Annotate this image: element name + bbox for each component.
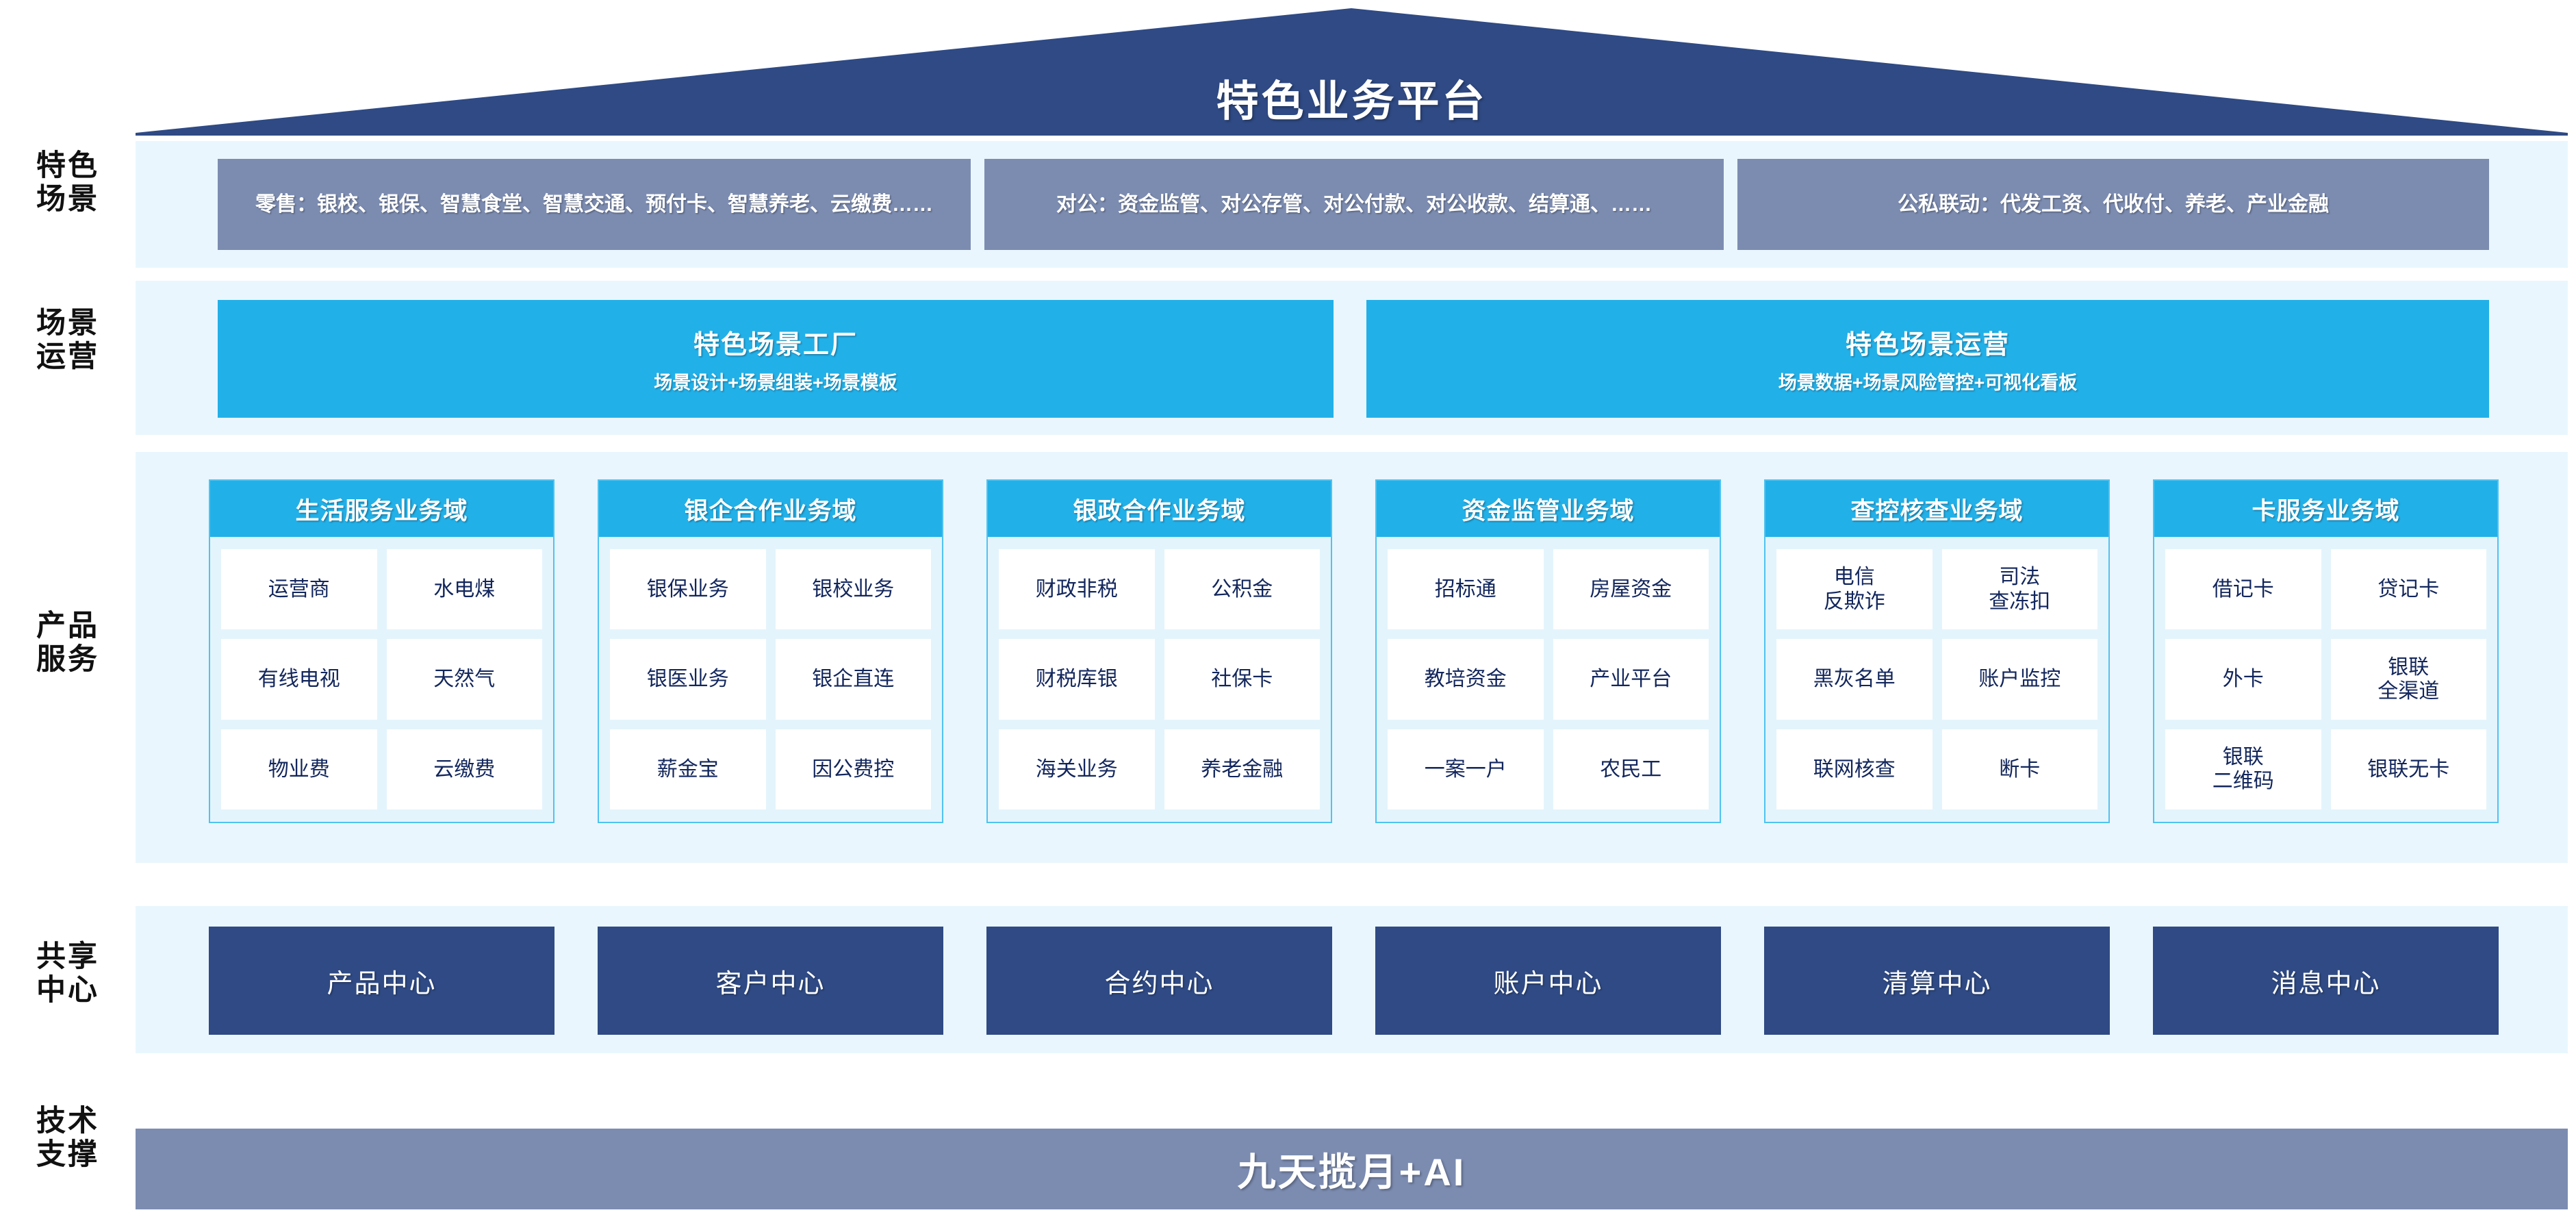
domain-item[interactable]: 农民工 (1553, 729, 1709, 809)
row-label-scene-ops: 场景 运营 (36, 307, 99, 374)
domain-title-card-service: 卡服务业务域 (2154, 481, 2497, 537)
domain-item[interactable]: 银保业务 (610, 549, 766, 630)
shared-center-box-product[interactable]: 产品中心 (209, 927, 554, 1035)
domain-title-life-service: 生活服务业务域 (210, 481, 553, 537)
domain-item[interactable]: 一案一户 (1388, 729, 1544, 809)
domain-item[interactable]: 贷记卡 (2330, 549, 2486, 630)
domain-item[interactable]: 银联无卡 (2330, 729, 2486, 809)
domain-card-card-service[interactable]: 卡服务业务域 借记卡 贷记卡 外卡 银联 全渠道 银联 二维码 银联无卡 (2153, 479, 2499, 823)
tech-support-bar[interactable]: 九天揽月+AI (136, 1129, 2568, 1209)
domain-item[interactable]: 银联 全渠道 (2330, 639, 2486, 720)
roof-shape-icon (136, 8, 2568, 136)
domain-grid-bank-enterprise: 银保业务 银校业务 银医业务 银企直连 薪金宝 因公费控 (599, 537, 942, 822)
domain-item[interactable]: 财政非税 (999, 549, 1155, 630)
domain-title-bank-enterprise: 银企合作业务域 (599, 481, 942, 537)
domain-item[interactable]: 物业费 (221, 729, 377, 809)
domain-card-bank-government[interactable]: 银政合作业务域 财政非税 公积金 财税库银 社保卡 海关业务 养老金融 (986, 479, 1332, 823)
domain-title-inquiry-control: 查控核查业务域 (1765, 481, 2108, 537)
domain-item[interactable]: 账户监控 (1941, 639, 2097, 720)
domain-card-bank-enterprise[interactable]: 银企合作业务域 银保业务 银校业务 银医业务 银企直连 薪金宝 因公费控 (598, 479, 943, 823)
domain-item[interactable]: 银企直连 (775, 639, 931, 720)
ops-title-scene-operation: 特色场景运营 (1845, 331, 2010, 360)
shared-center-box-message[interactable]: 消息中心 (2153, 927, 2499, 1035)
domain-item[interactable]: 运营商 (221, 549, 377, 630)
domain-item[interactable]: 借记卡 (2165, 549, 2321, 630)
domain-card-life-service[interactable]: 生活服务业务域 运营商 水电煤 有线电视 天然气 物业费 云缴费 (209, 479, 554, 823)
domain-item[interactable]: 教培资金 (1388, 639, 1544, 720)
domain-item[interactable]: 产业平台 (1553, 639, 1709, 720)
ops-title-scene-factory: 特色场景工厂 (693, 331, 858, 360)
domain-item[interactable]: 房屋资金 (1553, 549, 1709, 630)
domain-item[interactable]: 因公费控 (775, 729, 931, 809)
shared-center-box-contract[interactable]: 合约中心 (986, 927, 1332, 1035)
domain-item[interactable]: 公积金 (1164, 549, 1320, 630)
row-label-tech-support: 技术 支撑 (36, 1105, 99, 1172)
domain-grid-life-service: 运营商 水电煤 有线电视 天然气 物业费 云缴费 (210, 537, 553, 822)
domain-item[interactable]: 海关业务 (999, 729, 1155, 809)
ops-box-scene-factory[interactable]: 特色场景工厂 场景设计+场景组装+场景模板 (218, 300, 1334, 418)
domain-item[interactable]: 银医业务 (610, 639, 766, 720)
domain-grid-bank-government: 财政非税 公积金 财税库银 社保卡 海关业务 养老金融 (988, 537, 1331, 822)
ops-subtitle-scene-factory: 场景设计+场景组装+场景模板 (654, 373, 897, 393)
domain-grid-inquiry-control: 电信 反欺诈 司法 查冻扣 黑灰名单 账户监控 联网核查 断卡 (1765, 537, 2108, 822)
domain-card-fund-supervision[interactable]: 资金监管业务域 招标通 房屋资金 教培资金 产业平台 一案一户 农民工 (1375, 479, 1721, 823)
scene-box-retail[interactable]: 零售：银校、银保、智慧食堂、智慧交通、预付卡、智慧养老、云缴费…… (218, 159, 971, 250)
platform-roof: 特色业务平台 (136, 5, 2568, 136)
domain-item[interactable]: 招标通 (1388, 549, 1544, 630)
domain-item[interactable]: 黑灰名单 (1776, 639, 1933, 720)
domain-grid-card-service: 借记卡 贷记卡 外卡 银联 全渠道 银联 二维码 银联无卡 (2154, 537, 2497, 822)
domain-item[interactable]: 天然气 (386, 639, 542, 720)
row-label-scene: 特色 场景 (36, 149, 99, 216)
domain-card-inquiry-control[interactable]: 查控核查业务域 电信 反欺诈 司法 查冻扣 黑灰名单 账户监控 联网核查 断卡 (1764, 479, 2110, 823)
domain-item[interactable]: 银校业务 (775, 549, 931, 630)
domain-item[interactable]: 外卡 (2165, 639, 2321, 720)
domain-item[interactable]: 财税库银 (999, 639, 1155, 720)
domain-item[interactable]: 联网核查 (1776, 729, 1933, 809)
shared-center-box-customer[interactable]: 客户中心 (598, 927, 943, 1035)
domain-item[interactable]: 电信 反欺诈 (1776, 549, 1933, 630)
shared-center-box-clearing[interactable]: 清算中心 (1764, 927, 2110, 1035)
scene-box-public-private[interactable]: 公私联动：代发工资、代收付、养老、产业金融 (1737, 159, 2489, 250)
shared-center-box-account[interactable]: 账户中心 (1375, 927, 1721, 1035)
row-label-shared-center: 共享 中心 (36, 940, 99, 1007)
domain-title-bank-government: 银政合作业务域 (988, 481, 1331, 537)
ops-subtitle-scene-operation: 场景数据+场景风险管控+可视化看板 (1778, 373, 2078, 393)
ops-box-scene-operation[interactable]: 特色场景运营 场景数据+场景风险管控+可视化看板 (1366, 300, 2489, 418)
domain-item[interactable]: 薪金宝 (610, 729, 766, 809)
domain-item[interactable]: 司法 查冻扣 (1941, 549, 2097, 630)
domain-item[interactable]: 有线电视 (221, 639, 377, 720)
domain-item[interactable]: 社保卡 (1164, 639, 1320, 720)
domain-title-fund-supervision: 资金监管业务域 (1377, 481, 1720, 537)
domain-grid-fund-supervision: 招标通 房屋资金 教培资金 产业平台 一案一户 农民工 (1377, 537, 1720, 822)
row-label-product-service: 产品 服务 (36, 609, 99, 677)
domain-item[interactable]: 水电煤 (386, 549, 542, 630)
domain-item[interactable]: 断卡 (1941, 729, 2097, 809)
domain-item[interactable]: 养老金融 (1164, 729, 1320, 809)
scene-box-corporate[interactable]: 对公：资金监管、对公存管、对公付款、对公收款、结算通、…… (984, 159, 1724, 250)
domain-item[interactable]: 银联 二维码 (2165, 729, 2321, 809)
domain-item[interactable]: 云缴费 (386, 729, 542, 809)
